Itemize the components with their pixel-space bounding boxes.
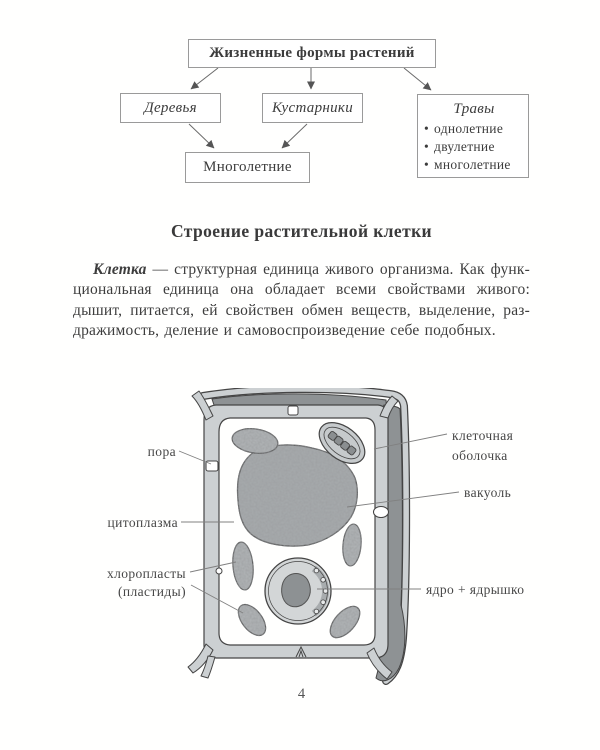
flowchart-arrows	[188, 67, 432, 149]
page-number: 4	[297, 686, 306, 702]
label-chloroplasts: хлоропласты	[107, 566, 186, 581]
label-nucleus: ядро + ядрышко	[426, 582, 524, 597]
intro-paragraph: Клетка — структурная единица живого орга…	[73, 260, 530, 341]
chloroplast	[329, 605, 361, 639]
grass-item-label: двулетние	[434, 139, 495, 154]
grass-item-label: однолетние	[434, 121, 504, 136]
node-shrubs-label: Кустарники	[271, 99, 354, 116]
arrow-trees-to-perennial	[188, 123, 215, 149]
plant-cell-figure: пора цитоплазма хлоропласты (пластиды) к…	[107, 388, 524, 685]
pore-top	[287, 405, 299, 416]
label-plastids: (пластиды)	[118, 584, 186, 599]
leader-lines	[178, 433, 460, 614]
nucleolus	[281, 573, 311, 608]
flowchart-title: Жизненные формы растений	[209, 45, 415, 61]
arrow-shrubs-to-perennial	[281, 123, 308, 149]
leader-cell-wall	[373, 433, 448, 450]
label-cell-wall-1: клеточная	[452, 428, 513, 443]
chloroplast	[232, 541, 254, 591]
pore-right	[372, 505, 390, 519]
chloroplast	[237, 603, 267, 637]
grass-item: • двулетние	[424, 138, 524, 156]
pore-bottom	[295, 645, 307, 658]
node-shrubs: Кустарники	[262, 93, 363, 123]
node-grasses-label: Травы	[453, 101, 495, 117]
arrow-title-to-grasses	[403, 67, 432, 91]
leader-pore	[178, 450, 212, 465]
grass-item: • однолетние	[424, 120, 524, 138]
paragraph-line: дышит, питается, ей свойствен обмен веще…	[73, 301, 530, 319]
bullet-icon: •	[424, 157, 430, 172]
node-trees-label: Деревья	[144, 99, 197, 116]
leader-chloroplast-2	[190, 584, 244, 614]
nucleus	[264, 557, 332, 625]
arrow-title-to-trees	[190, 67, 219, 90]
node-perennial: Многолетние	[185, 152, 310, 183]
flowchart-title-box: Жизненные формы растений	[188, 39, 436, 68]
paragraph-line: циональная единица она обладает всеми св…	[73, 281, 530, 299]
bullet-icon: •	[424, 121, 430, 136]
label-cell-wall-2: оболочка	[452, 448, 508, 463]
section-heading: Строение растительной клетки	[170, 221, 433, 241]
leader-vacuole	[346, 491, 460, 508]
node-trees: Деревья	[120, 93, 221, 123]
label-vacuole: вакуоль	[464, 485, 511, 500]
paragraph-line: дражимость, деление и самовоспроизведени…	[73, 321, 496, 339]
bullet-icon: •	[424, 139, 430, 154]
wall-corner-horns	[187, 390, 399, 680]
node-grasses: Травы • однолетние • двулетние • многолетни…	[417, 94, 529, 178]
chloroplast	[231, 428, 279, 454]
pore-left-small	[215, 567, 223, 575]
grass-item-label: многолетние	[434, 157, 511, 172]
grana-chloroplast	[318, 422, 366, 464]
leader-chloroplast-1	[189, 561, 237, 573]
paragraph-line: Клетка — структурная единица живого орга…	[73, 260, 530, 280]
chloroplasts	[231, 428, 362, 639]
chloroplast	[342, 523, 362, 567]
label-pore: пора	[148, 444, 176, 459]
label-cytoplasm: цитоплазма	[108, 515, 178, 530]
grass-item: • многолетние	[424, 156, 524, 174]
paragraph-line-text: — структурная единица живого организма. …	[146, 261, 530, 278]
term-kletka: Клетка	[93, 261, 147, 278]
node-perennial-label: Многолетние	[203, 159, 292, 175]
